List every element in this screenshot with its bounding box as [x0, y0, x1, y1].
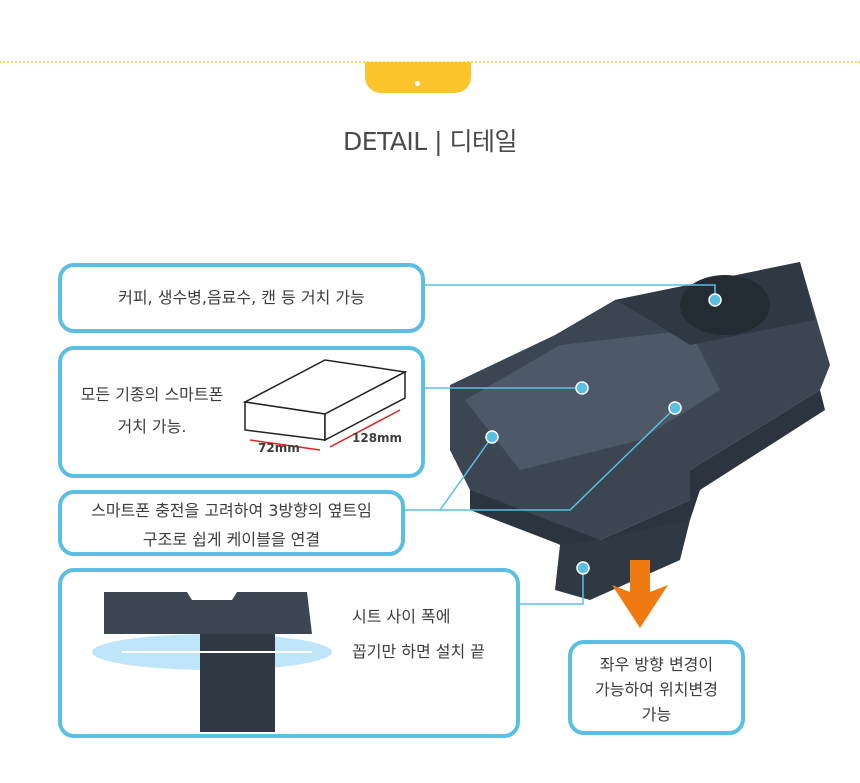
feature-text: 커피, 생수병,음료수, 캔 등 거치 가능 [118, 288, 365, 307]
feature-text: 좌우 방향 변경이 [599, 655, 714, 674]
feature-text: 꼽기만 하면 설치 끝 [352, 642, 486, 661]
feature-text: 시트 사이 폭에 [352, 607, 451, 626]
callout-dot [668, 401, 682, 415]
feature-text: 스마트폰 충전을 고려하여 3방향의 옆트임 [91, 501, 372, 520]
feature-box-cupholder: 커피, 생수병,음료수, 캔 등 거치 가능 [58, 263, 425, 333]
installed-product-image [92, 592, 332, 732]
connector-line [520, 568, 584, 605]
feature-box-direction: 좌우 방향 변경이 가능하여 위치변경 가능 [568, 640, 745, 735]
section-tab [365, 62, 471, 93]
callout-dot [485, 430, 499, 444]
callout-dot [708, 293, 722, 307]
product-image [450, 262, 830, 600]
length-label: 128mm [352, 431, 403, 445]
width-label: 72mm [258, 441, 300, 455]
feature-text: 모든 기종의 스마트폰 [80, 385, 224, 404]
feature-text: 가능하여 위치변경 [595, 680, 718, 699]
feature-text: 구조로 쉽게 케이블을 연결 [142, 530, 321, 549]
callout-dot [575, 381, 589, 395]
connector-line [440, 407, 676, 511]
feature-box-cable: 스마트폰 충전을 고려하여 3방향의 옆트임 구조로 쉽게 케이블을 연결 [58, 490, 405, 556]
feature-box-phone: 모든 기종의 스마트폰 거치 가능. 72mm 128mm [58, 346, 425, 478]
phone-dimension-diagram [242, 359, 408, 451]
arrow-down-icon [612, 560, 668, 628]
page-title: DETAIL | 디테일 [342, 127, 518, 156]
feature-text: 가능 [641, 705, 672, 724]
tab-dot [415, 81, 420, 86]
feature-text: 거치 가능. [117, 417, 187, 436]
feature-box-install: 시트 사이 폭에 꼽기만 하면 설치 끝 [58, 568, 520, 738]
callout-dot [576, 561, 590, 575]
